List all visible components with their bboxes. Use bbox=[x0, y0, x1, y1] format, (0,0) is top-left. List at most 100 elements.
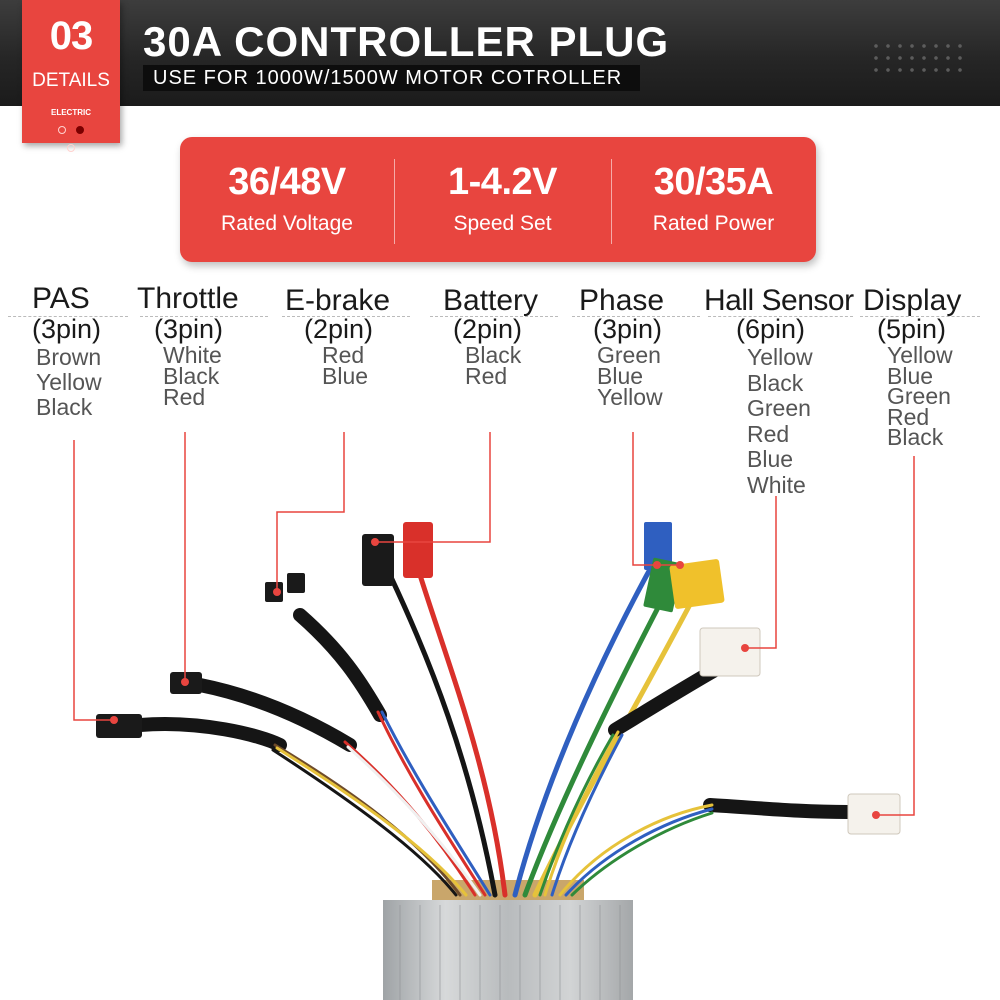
leader-lines bbox=[73, 432, 915, 816]
spec-value: 1-4.2V bbox=[448, 161, 557, 203]
connector-pins: (6pin) bbox=[736, 314, 806, 344]
battery-wire-red bbox=[417, 572, 508, 898]
spec-rated-voltage: 36/48V Rated Voltage bbox=[180, 137, 394, 262]
display-wire-green bbox=[570, 811, 714, 897]
phase-dot-2 bbox=[676, 561, 684, 569]
connector-e-brake: E-brake (2pin) Red Blue bbox=[285, 284, 391, 388]
connector-pins: (3pin) bbox=[154, 314, 224, 344]
heading-underline bbox=[860, 316, 980, 317]
connector-pas: PAS (3pin) Brown Yellow Black bbox=[32, 282, 102, 420]
page-subtitle: USE FOR 1000W/1500W MOTOR COTROLLER bbox=[143, 65, 641, 91]
spec-speed-set: 1-4.2V Speed Set bbox=[394, 137, 611, 262]
spec-label: Rated Power bbox=[652, 212, 775, 235]
leader-dots bbox=[110, 538, 880, 819]
spec-label: Speed Set bbox=[453, 212, 552, 235]
controller-fins bbox=[399, 905, 621, 1000]
page-title: 30A CONTROLLER PLUG bbox=[143, 18, 670, 65]
wire-list: Yellow Black Green Red Blue White bbox=[747, 344, 854, 498]
battery-plug-black bbox=[362, 534, 394, 586]
connector-pins: (2pin) bbox=[453, 314, 523, 344]
wire-list: Yellow Blue Green Red Black bbox=[887, 342, 961, 450]
spec-label: Rated Voltage bbox=[221, 212, 353, 235]
wire-color: Yellow bbox=[887, 342, 953, 368]
hall-sensor-plug bbox=[699, 627, 761, 677]
heading-underline bbox=[572, 316, 700, 317]
display-wire-yellow bbox=[558, 803, 714, 897]
wire-list: Red Blue bbox=[322, 342, 390, 388]
wire-color: Yellow bbox=[597, 384, 663, 410]
display-dot bbox=[872, 811, 880, 819]
spec-value: 36/48V bbox=[228, 161, 346, 203]
phase-dot-1 bbox=[653, 561, 661, 569]
phase-plug-blue bbox=[644, 522, 672, 570]
wire-color: Black bbox=[887, 424, 944, 450]
wire-color: Yellow bbox=[747, 344, 813, 370]
pas-wire-brown bbox=[273, 743, 462, 897]
badge-dots-decoration bbox=[46, 121, 96, 152]
ebrake-wire-red bbox=[376, 710, 487, 897]
wire-color: Red bbox=[747, 420, 790, 447]
wire-color: Red bbox=[322, 342, 365, 368]
throttle-sleeve bbox=[193, 678, 357, 752]
wire-color: Black bbox=[36, 394, 93, 420]
phase-plug-yellow bbox=[669, 559, 725, 609]
wire-color: Blue bbox=[887, 362, 934, 389]
heading-underline bbox=[282, 316, 410, 317]
wire-color: Blue bbox=[597, 363, 644, 389]
battery-plug-red bbox=[403, 522, 433, 578]
hall-wire-green bbox=[538, 733, 615, 897]
dot-pattern-decoration bbox=[870, 40, 970, 80]
pas-wire-yellow bbox=[275, 746, 468, 897]
phase-wire-blue bbox=[512, 557, 658, 898]
wire-color: Yellow bbox=[36, 369, 102, 395]
hall-sensor-leader-line bbox=[745, 496, 777, 649]
connector-name: Battery bbox=[443, 284, 539, 317]
pas-plug bbox=[96, 714, 142, 738]
connector-battery: Battery (2pin) Black Red bbox=[443, 284, 539, 389]
hall-sensor-sleeve bbox=[608, 663, 722, 737]
badge-number: 03 bbox=[49, 14, 94, 58]
wire-color: Blue bbox=[747, 446, 794, 472]
wire-color: Red bbox=[465, 363, 508, 389]
heading-underline bbox=[708, 316, 853, 317]
hall-wire-blue bbox=[550, 733, 624, 897]
ebrake-sleeve bbox=[293, 608, 387, 722]
hall-sensor-dot bbox=[741, 644, 749, 652]
wire-color: Red bbox=[163, 384, 206, 410]
spec-value: 30/35A bbox=[653, 161, 774, 203]
details-badge: 03 DETAILS ELECTRIC bbox=[22, 0, 120, 152]
connector-pins: (2pin) bbox=[304, 314, 374, 344]
wire-list: White Black Red bbox=[163, 342, 239, 410]
battery-leader-line bbox=[375, 432, 491, 543]
wire-list: Brown Yellow Black bbox=[36, 345, 102, 420]
display-sleeve bbox=[703, 798, 855, 819]
connector-name: E-brake bbox=[285, 284, 391, 317]
spec-divider bbox=[394, 159, 395, 244]
throttle-dot bbox=[181, 678, 189, 686]
connector-phase: Phase (3pin) Green Blue Yellow bbox=[579, 284, 664, 410]
phase-leader-line bbox=[632, 432, 680, 566]
wire-color: White bbox=[163, 342, 222, 368]
wire-color: Green bbox=[887, 383, 951, 409]
pas-wire-black bbox=[271, 748, 458, 897]
pas-leader-line bbox=[73, 440, 114, 721]
ebrake-leader-line bbox=[276, 432, 345, 592]
pas-dot bbox=[110, 716, 118, 724]
connector-hall-sensor: Hall Sensor (6pin) Yellow Black Green Re… bbox=[704, 284, 854, 498]
connector-plugs bbox=[96, 522, 901, 835]
controller-body bbox=[383, 900, 633, 1000]
wire-color: Red bbox=[887, 403, 930, 430]
ebrake-dot bbox=[273, 588, 281, 596]
heading-underline bbox=[8, 316, 128, 317]
battery-dot bbox=[371, 538, 379, 546]
ebrake-plug-right bbox=[287, 573, 305, 593]
wire-color: Brown bbox=[36, 344, 102, 370]
cables bbox=[133, 557, 855, 898]
pas-sleeve bbox=[133, 717, 287, 752]
wire-list: Green Blue Yellow bbox=[597, 344, 664, 410]
wire-color: Black bbox=[747, 369, 804, 396]
heading-underline bbox=[140, 316, 268, 317]
wire-list: Black Red bbox=[465, 344, 538, 389]
